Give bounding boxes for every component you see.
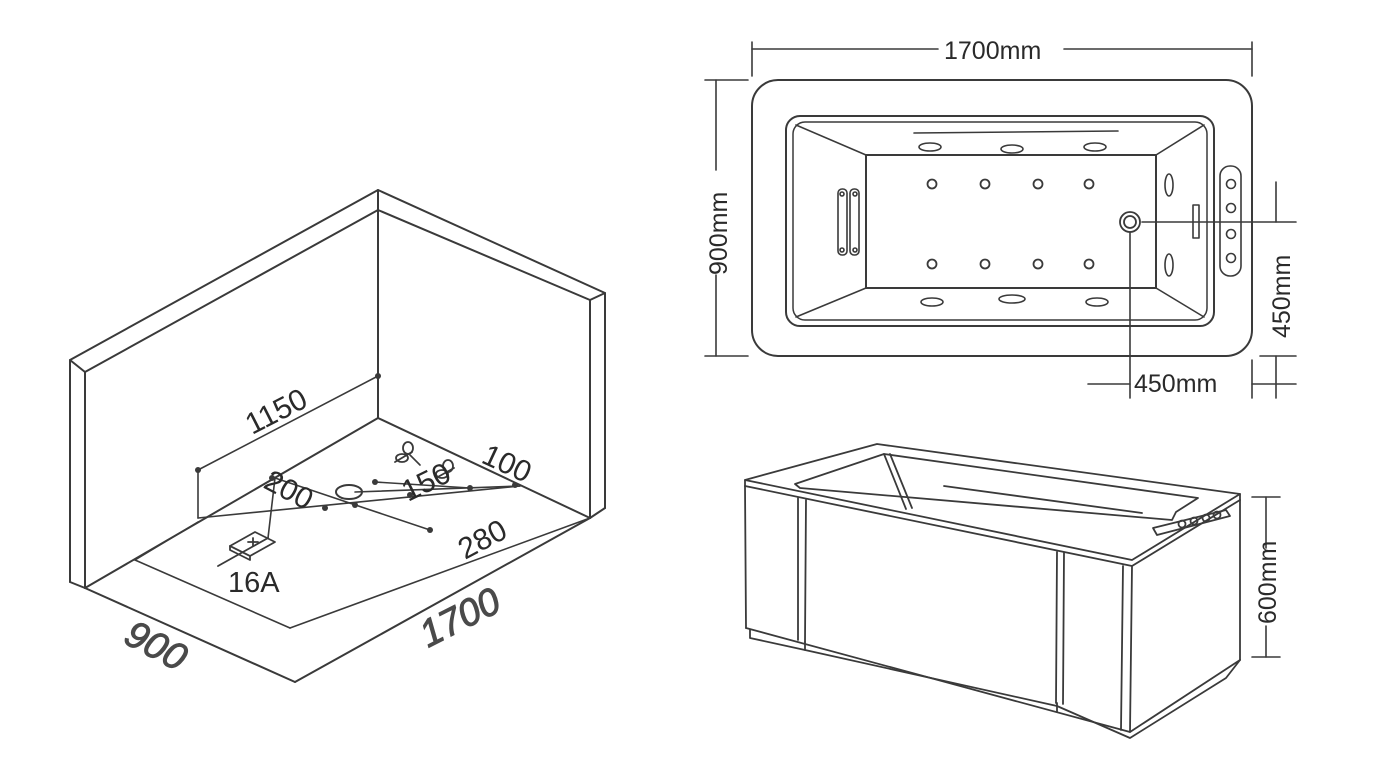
dimension-200: 200	[259, 464, 319, 517]
top-view: 1700mm 900mm 450mm 450mm	[704, 37, 1297, 399]
isometric-installation-view: 1150 200 150 100 280 16A 900 1700	[69, 189, 606, 683]
drain-icon	[335, 484, 363, 500]
tub-basin-floor	[865, 154, 1157, 289]
dimension-drain-side: 450mm	[1268, 255, 1296, 338]
dimension-900: 900	[118, 613, 194, 680]
front-view: 600mm	[744, 443, 1282, 739]
control-panel-icon	[1219, 165, 1242, 277]
dimension-width: 900mm	[705, 192, 733, 275]
dimension-280: 280	[453, 514, 513, 567]
dimension-height: 600mm	[1254, 541, 1282, 624]
valve-icon	[435, 459, 455, 479]
electrical-box-icon	[217, 531, 276, 567]
valve-icon	[394, 441, 414, 463]
dimension-1700: 1700	[413, 580, 507, 656]
side-jets-bottom	[920, 294, 1109, 307]
dimension-lines-front-view	[1251, 496, 1281, 658]
dimension-drain-end: 450mm	[1134, 370, 1217, 398]
floor-air-jets	[926, 178, 1095, 270]
tub-body	[744, 443, 1241, 739]
side-wall	[377, 189, 606, 519]
electrical-label: 16A	[228, 567, 280, 599]
dimension-lines-top-view	[704, 41, 1297, 399]
dimension-points	[195, 373, 518, 533]
tub-footprint	[134, 375, 591, 629]
drain-icon	[1119, 211, 1141, 233]
dimension-1150: 1150	[240, 383, 312, 442]
floor	[84, 417, 591, 683]
tub-outer-rim	[751, 79, 1253, 357]
tub-inner-rim	[785, 115, 1215, 327]
back-wall	[69, 189, 379, 589]
end-jets	[1164, 173, 1174, 277]
side-jets-top	[913, 130, 1119, 154]
handle-icon	[837, 188, 860, 256]
control-panel-icon	[1152, 509, 1231, 536]
dimension-100: 100	[477, 438, 536, 489]
dimension-length: 1700mm	[944, 37, 1041, 65]
dimension-150: 150	[397, 457, 456, 509]
